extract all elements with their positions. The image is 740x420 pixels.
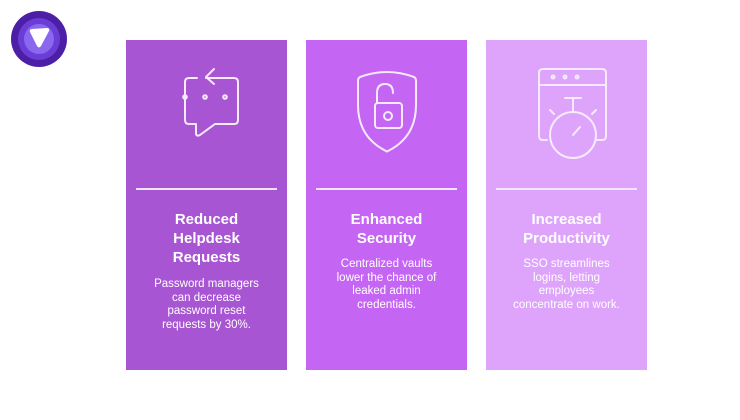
description-line: SSO streamlines [523,258,610,270]
title-line: Reduced [174,211,239,228]
card-title: Enhanced Security [314,210,459,248]
card-title: Reduced Helpdesk Requests [134,210,279,267]
card-increased-productivity: Increased Productivity SSO streamlines l… [486,40,647,370]
title-line: Enhanced [350,211,423,228]
title-line: Increased [531,211,602,228]
description-line: lower the chance of [336,271,437,284]
title-line: Security [356,230,417,247]
description-line: employees [538,285,595,297]
description-line: requests by 30%. [162,318,251,331]
card-description: SSO streamlines logins, letting employee… [498,258,635,312]
card-reduced-helpdesk-requests: Reduced Helpdesk Requests Password manag… [126,40,287,370]
description-line: credentials. [357,298,416,311]
description-line: logins, letting [532,271,601,284]
logo-icon [11,11,67,67]
card-description: Centralized vaults lower the chance of l… [318,258,455,312]
shield-unlocked-padlock-icon [306,65,467,165]
title-line: Helpdesk [173,230,240,247]
chat-bubble-return-icon [126,65,287,165]
description-line: concentrate on work. [513,298,620,311]
description-line: Centralized vaults [340,258,433,270]
card-divider [496,188,637,190]
description-line: can decrease [171,291,242,304]
card-divider [136,188,277,190]
description-line: Password managers [154,278,259,290]
card-enhanced-security: Enhanced Security Centralized vaults low… [306,40,467,370]
description-line: password reset [167,305,246,317]
card-divider [316,188,457,190]
card-description: Password managers can decrease password … [138,278,275,332]
brand-logo [11,11,67,67]
title-line: Requests [172,249,241,266]
browser-stopwatch-icon [486,65,647,165]
title-line: Productivity [523,230,610,247]
card-title: Increased Productivity [494,210,639,248]
description-line: leaked admin [352,285,421,297]
